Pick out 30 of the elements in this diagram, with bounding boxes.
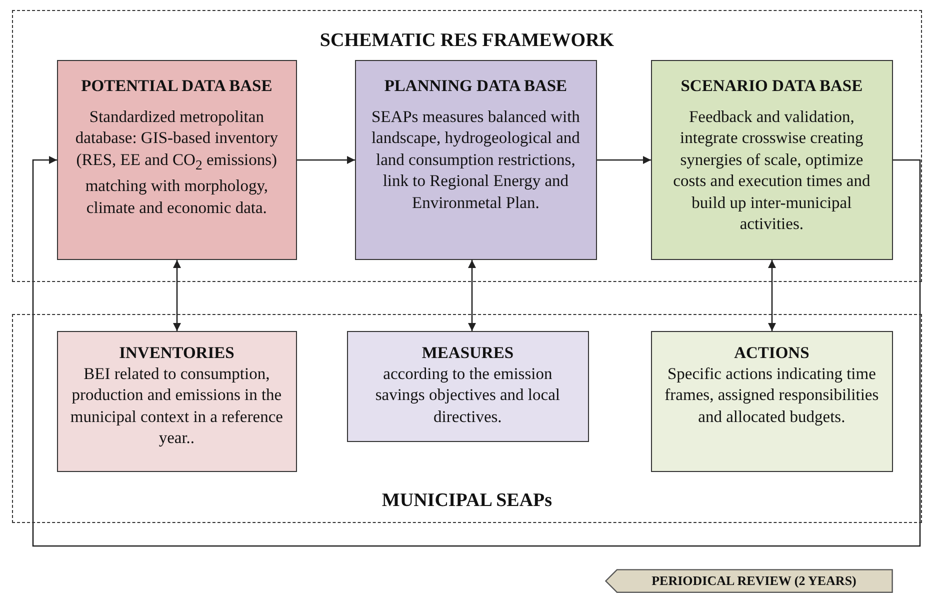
box-text: Standardized metropolitan database: GIS-based inventory (RES, EE and CO$_{2}$ emissions) matching with morphology, climate and economic data. (74, 106, 279, 218)
box-text: BEI related to consumption, production and emissions in the municipal context in a reference year.. (69, 362, 284, 449)
box-heading: POTENTIAL DATA BASE (80, 74, 274, 96)
tag-shape (605, 569, 893, 593)
box-text: according to the emission savings objectives and local directives. (374, 362, 562, 428)
tag-text: PERIODICAL REVIEW (2 YEARS) (652, 572, 856, 590)
box-text: SEAPs measures balanced with landscape, hydrogeological and land consumption restrictions, link to Regional Energy and Environmetal Plan. (370, 106, 581, 214)
box-heading: MEASURES (420, 342, 515, 363)
arrow (297, 156, 355, 164)
box-heading: ACTIONS (733, 342, 810, 363)
frame-title: MUNICIPAL SEAPs (382, 490, 552, 512)
box-heading: SCENARIO DATA BASE (680, 74, 864, 96)
process-box (346, 330, 589, 442)
arrow (597, 156, 651, 164)
box-heading: PLANNING DATA BASE (383, 74, 568, 96)
frame-title: SCHEMATIC RES FRAMEWORK (320, 30, 614, 52)
arrow (468, 260, 476, 331)
process-box (650, 60, 893, 260)
box-text: Feedback and validation, integrate crosswise creating synergies of scale, optimize costs and execution times and build up inter-municipal activities. (672, 106, 872, 235)
arrow (768, 260, 776, 331)
box-heading: INVENTORIES (118, 342, 236, 363)
arrow (173, 260, 181, 331)
process-box (354, 60, 597, 260)
process-box (56, 330, 297, 472)
box-text: Specific actions indicating time frames, assigned responsibilities and allocated budgets. (664, 362, 880, 428)
arrow (32, 156, 921, 547)
process-box (650, 330, 893, 472)
dashed-frame (12, 10, 922, 282)
process-box (56, 60, 297, 260)
dashed-frame (12, 314, 922, 523)
